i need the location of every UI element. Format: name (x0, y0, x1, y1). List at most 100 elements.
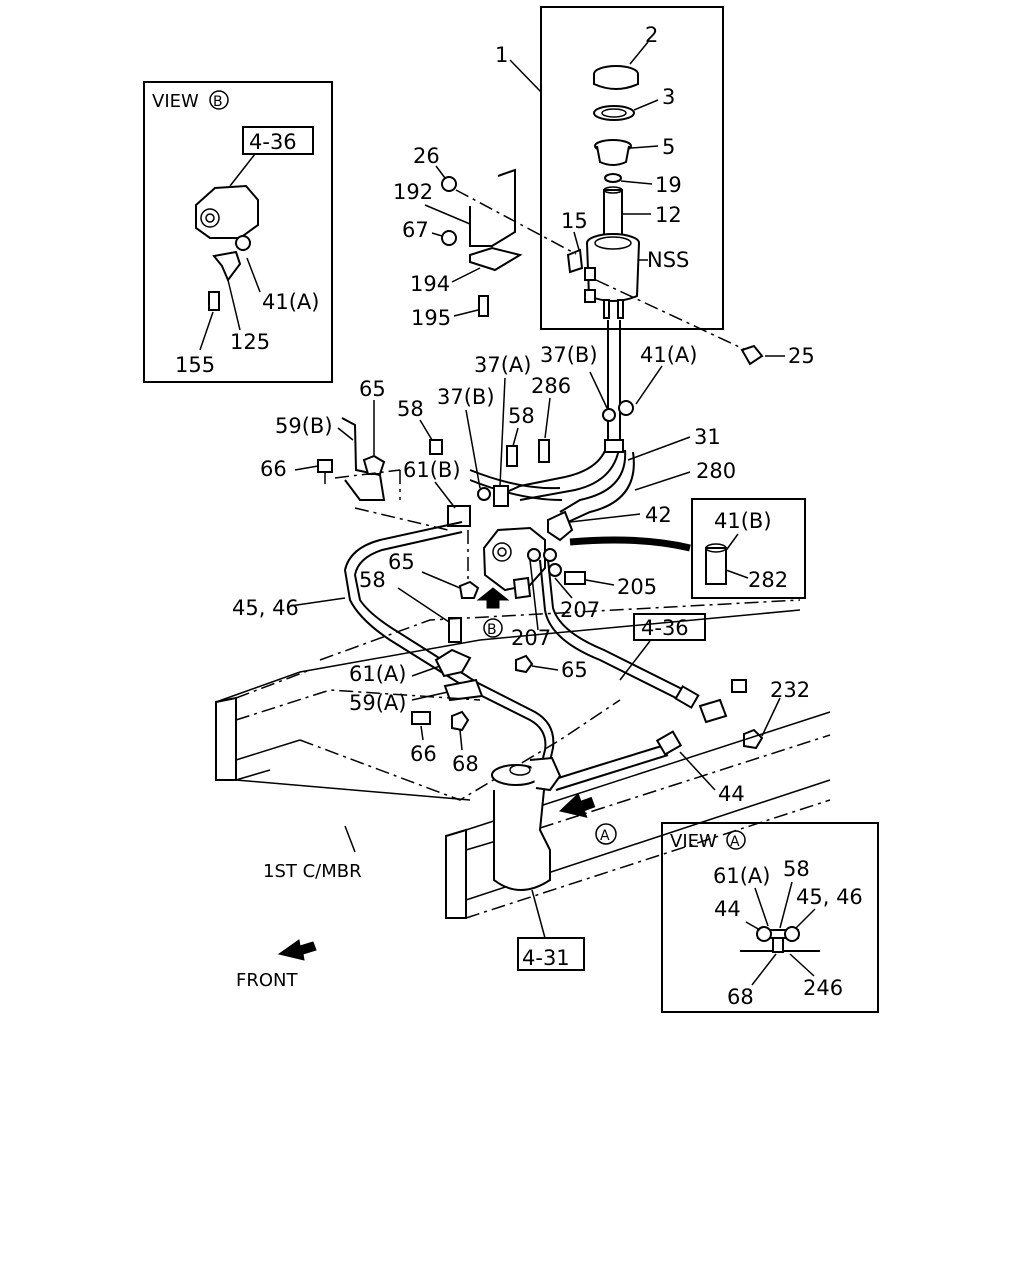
bolt-205 (564, 571, 586, 585)
callout-26: 26 (413, 144, 440, 168)
inset-41b: 41(B) 282 (691, 498, 806, 599)
bolt-286 (538, 439, 550, 463)
callout-280: 280 (696, 459, 736, 483)
callout-282: 282 (748, 568, 788, 592)
view-b-ref-box[interactable] (242, 126, 314, 155)
callout-58-a: 58 (397, 397, 424, 421)
callout-205: 205 (617, 575, 657, 599)
nut-65-b (458, 580, 480, 599)
bolt-58-a (429, 439, 443, 455)
ref-4-36[interactable]: 4-36 (641, 616, 689, 640)
nut-68 (451, 710, 470, 732)
label-nss: NSS (647, 248, 689, 272)
callout-3: 3 (662, 85, 675, 109)
callout-va-45-46: 45, 46 (796, 885, 863, 909)
view-b-marker: B (213, 94, 223, 110)
callout-12: 12 (655, 203, 682, 227)
callout-15: 15 (561, 209, 588, 233)
callout-va-68: 68 (727, 985, 754, 1009)
callout-66-b: 66 (410, 742, 437, 766)
ref-box-4-36[interactable] (633, 613, 706, 641)
nut-65-a (362, 454, 386, 475)
bolt-58-b (506, 445, 518, 467)
pipes: 45, 46 44 (232, 521, 745, 806)
callout-68: 68 (452, 752, 479, 776)
callout-207-a: 207 (560, 598, 600, 622)
callout-va-61a: 61(A) (713, 864, 770, 888)
callout-2: 2 (645, 23, 658, 47)
bolt-195 (478, 295, 489, 317)
filter-housing: 4-31 (491, 756, 585, 971)
view-b-marker-circle (209, 90, 229, 110)
reservoir-clip (566, 248, 584, 274)
washer-207-a (548, 563, 562, 577)
reservoir-pipe (603, 189, 623, 239)
callout-42: 42 (645, 503, 672, 527)
nut-26 (441, 176, 457, 192)
ref-4-31[interactable]: 4-31 (522, 946, 570, 970)
view-b-panel: VIEW B 4-36 41(A) 125 155 (143, 81, 333, 383)
view-a-arrow (558, 792, 596, 818)
view-b-arrow (476, 587, 510, 609)
marker-b: B (487, 622, 497, 638)
marker-a: A (600, 828, 610, 844)
bolt-66-a (317, 459, 333, 473)
view-b-pump-body (195, 184, 259, 239)
fitting-42 (547, 510, 574, 542)
callout-232: 232 (770, 678, 810, 702)
callout-44: 44 (718, 782, 745, 806)
callout-59b: 59(B) (275, 414, 333, 438)
pointer-to-inset (569, 536, 691, 552)
callout-va-58: 58 (783, 857, 810, 881)
chassis-frame (215, 599, 831, 919)
bolt-58-c (448, 617, 462, 643)
bracket-232 (698, 698, 728, 724)
clip-61a (434, 648, 472, 678)
clamp-41a (618, 400, 634, 416)
callout-65-c: 65 (561, 658, 588, 682)
view-a-panel: VIEW A 61(A) 58 45, 46 44 68 246 (661, 822, 879, 1013)
callout-66-a: 66 (260, 457, 287, 481)
callout-37b-top: 37(B) (540, 343, 598, 367)
view-a-title: VIEW (670, 831, 717, 852)
callout-37a: 37(A) (474, 353, 531, 377)
callout-vb-125: 125 (230, 330, 270, 354)
callout-65-a: 65 (359, 377, 386, 401)
callout-19: 19 (655, 173, 682, 197)
view-a-marker: A (730, 834, 740, 850)
reservoir-filter (596, 145, 630, 166)
callout-61a: 61(A) (349, 662, 406, 686)
callout-286: 286 (531, 374, 571, 398)
reservoir-packing (593, 105, 635, 121)
callout-vb-41a: 41(A) (262, 290, 319, 314)
view-b-ref[interactable]: 4-36 (249, 130, 297, 154)
bracket-192-group: 26 192 67 194 195 (393, 144, 577, 330)
view-b-bolt-155 (208, 291, 220, 311)
bolt-25 (740, 344, 764, 366)
callout-41a: 41(A) (640, 343, 697, 367)
callout-207-b: 207 (511, 626, 551, 650)
hoses: 31 280 (469, 320, 736, 523)
label-front: FRONT (236, 970, 298, 991)
ref-box-4-31[interactable] (517, 937, 585, 971)
callout-31: 31 (694, 425, 721, 449)
callout-37b: 37(B) (437, 385, 495, 409)
bracket-59a (443, 678, 484, 702)
callout-194: 194 (410, 272, 450, 296)
reservoir-cap (593, 74, 639, 90)
reservoir-panel: 1 2 3 5 19 12 NSS (495, 6, 724, 330)
callout-65-b: 65 (388, 550, 415, 574)
bolt-66-b (411, 711, 431, 725)
view-b-title: VIEW (152, 91, 199, 112)
callout-192: 192 (393, 180, 433, 204)
steering-pump (482, 526, 557, 600)
reservoir-ring (604, 173, 622, 183)
view-b-bracket-125 (212, 250, 242, 282)
clip-61b (447, 505, 471, 527)
callout-va-246: 246 (803, 976, 843, 1000)
callout-1: 1 (495, 43, 508, 67)
callout-45-46: 45, 46 (232, 596, 299, 620)
callout-5: 5 (662, 135, 675, 159)
clamp-282 (705, 547, 727, 585)
